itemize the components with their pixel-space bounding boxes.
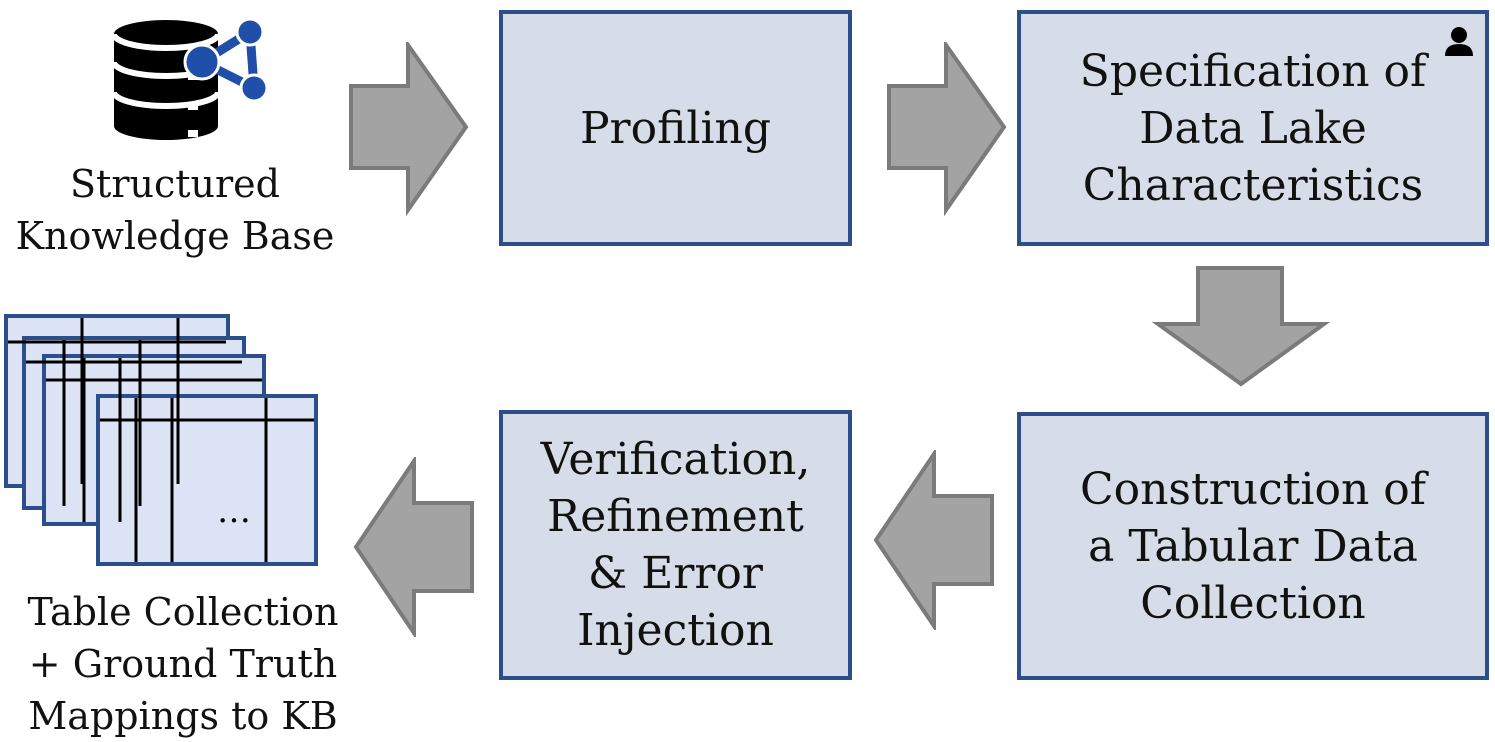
arrow-left-icon bbox=[873, 450, 994, 630]
step-line: Collection bbox=[1140, 577, 1366, 629]
source-label: Structured Knowledge Base bbox=[0, 158, 350, 262]
output-label: Table Collection + Ground Truth Mappings… bbox=[0, 586, 366, 742]
step-text: Profiling bbox=[580, 100, 771, 157]
output-label-line: Mappings to KB bbox=[28, 694, 338, 738]
step-line: Profiling bbox=[579, 102, 772, 154]
step-text: Construction of a Tabular Data Collectio… bbox=[1080, 461, 1426, 632]
step-line: Injection bbox=[577, 605, 774, 656]
arrow-down-icon bbox=[1152, 266, 1330, 387]
arrow-right-icon bbox=[349, 42, 469, 216]
arrow-left-icon bbox=[353, 457, 474, 637]
step-line: Data Lake bbox=[1139, 102, 1367, 154]
table-stack-icon: … bbox=[4, 314, 318, 566]
table-ellipsis: … bbox=[217, 491, 251, 531]
step-line: Construction of bbox=[1079, 463, 1427, 515]
step-line: & Error bbox=[588, 548, 763, 599]
step-line: Specification of bbox=[1079, 45, 1427, 97]
step-text: Verification, Refinement & Error Injecti… bbox=[541, 431, 811, 659]
output-label-line: Table Collection bbox=[27, 590, 339, 634]
knowledge-graph-icon bbox=[183, 17, 269, 103]
step-text: Specification of Data Lake Characteristi… bbox=[1080, 43, 1427, 214]
user-icon bbox=[1445, 27, 1473, 56]
step-line: Refinement bbox=[547, 491, 804, 542]
step-profiling: Profiling bbox=[499, 10, 852, 246]
source-label-line: Structured bbox=[70, 162, 280, 206]
step-line: Verification, bbox=[540, 434, 811, 485]
output-label-line: + Ground Truth bbox=[28, 642, 338, 686]
step-line: a Tabular Data bbox=[1088, 520, 1418, 572]
step-line: Characteristics bbox=[1082, 159, 1424, 211]
step-specification: Specification of Data Lake Characteristi… bbox=[1017, 10, 1489, 246]
step-construction: Construction of a Tabular Data Collectio… bbox=[1017, 412, 1489, 680]
step-verification: Verification, Refinement & Error Injecti… bbox=[499, 410, 852, 680]
source-label-line: Knowledge Base bbox=[15, 214, 335, 258]
arrow-right-icon bbox=[887, 42, 1007, 216]
